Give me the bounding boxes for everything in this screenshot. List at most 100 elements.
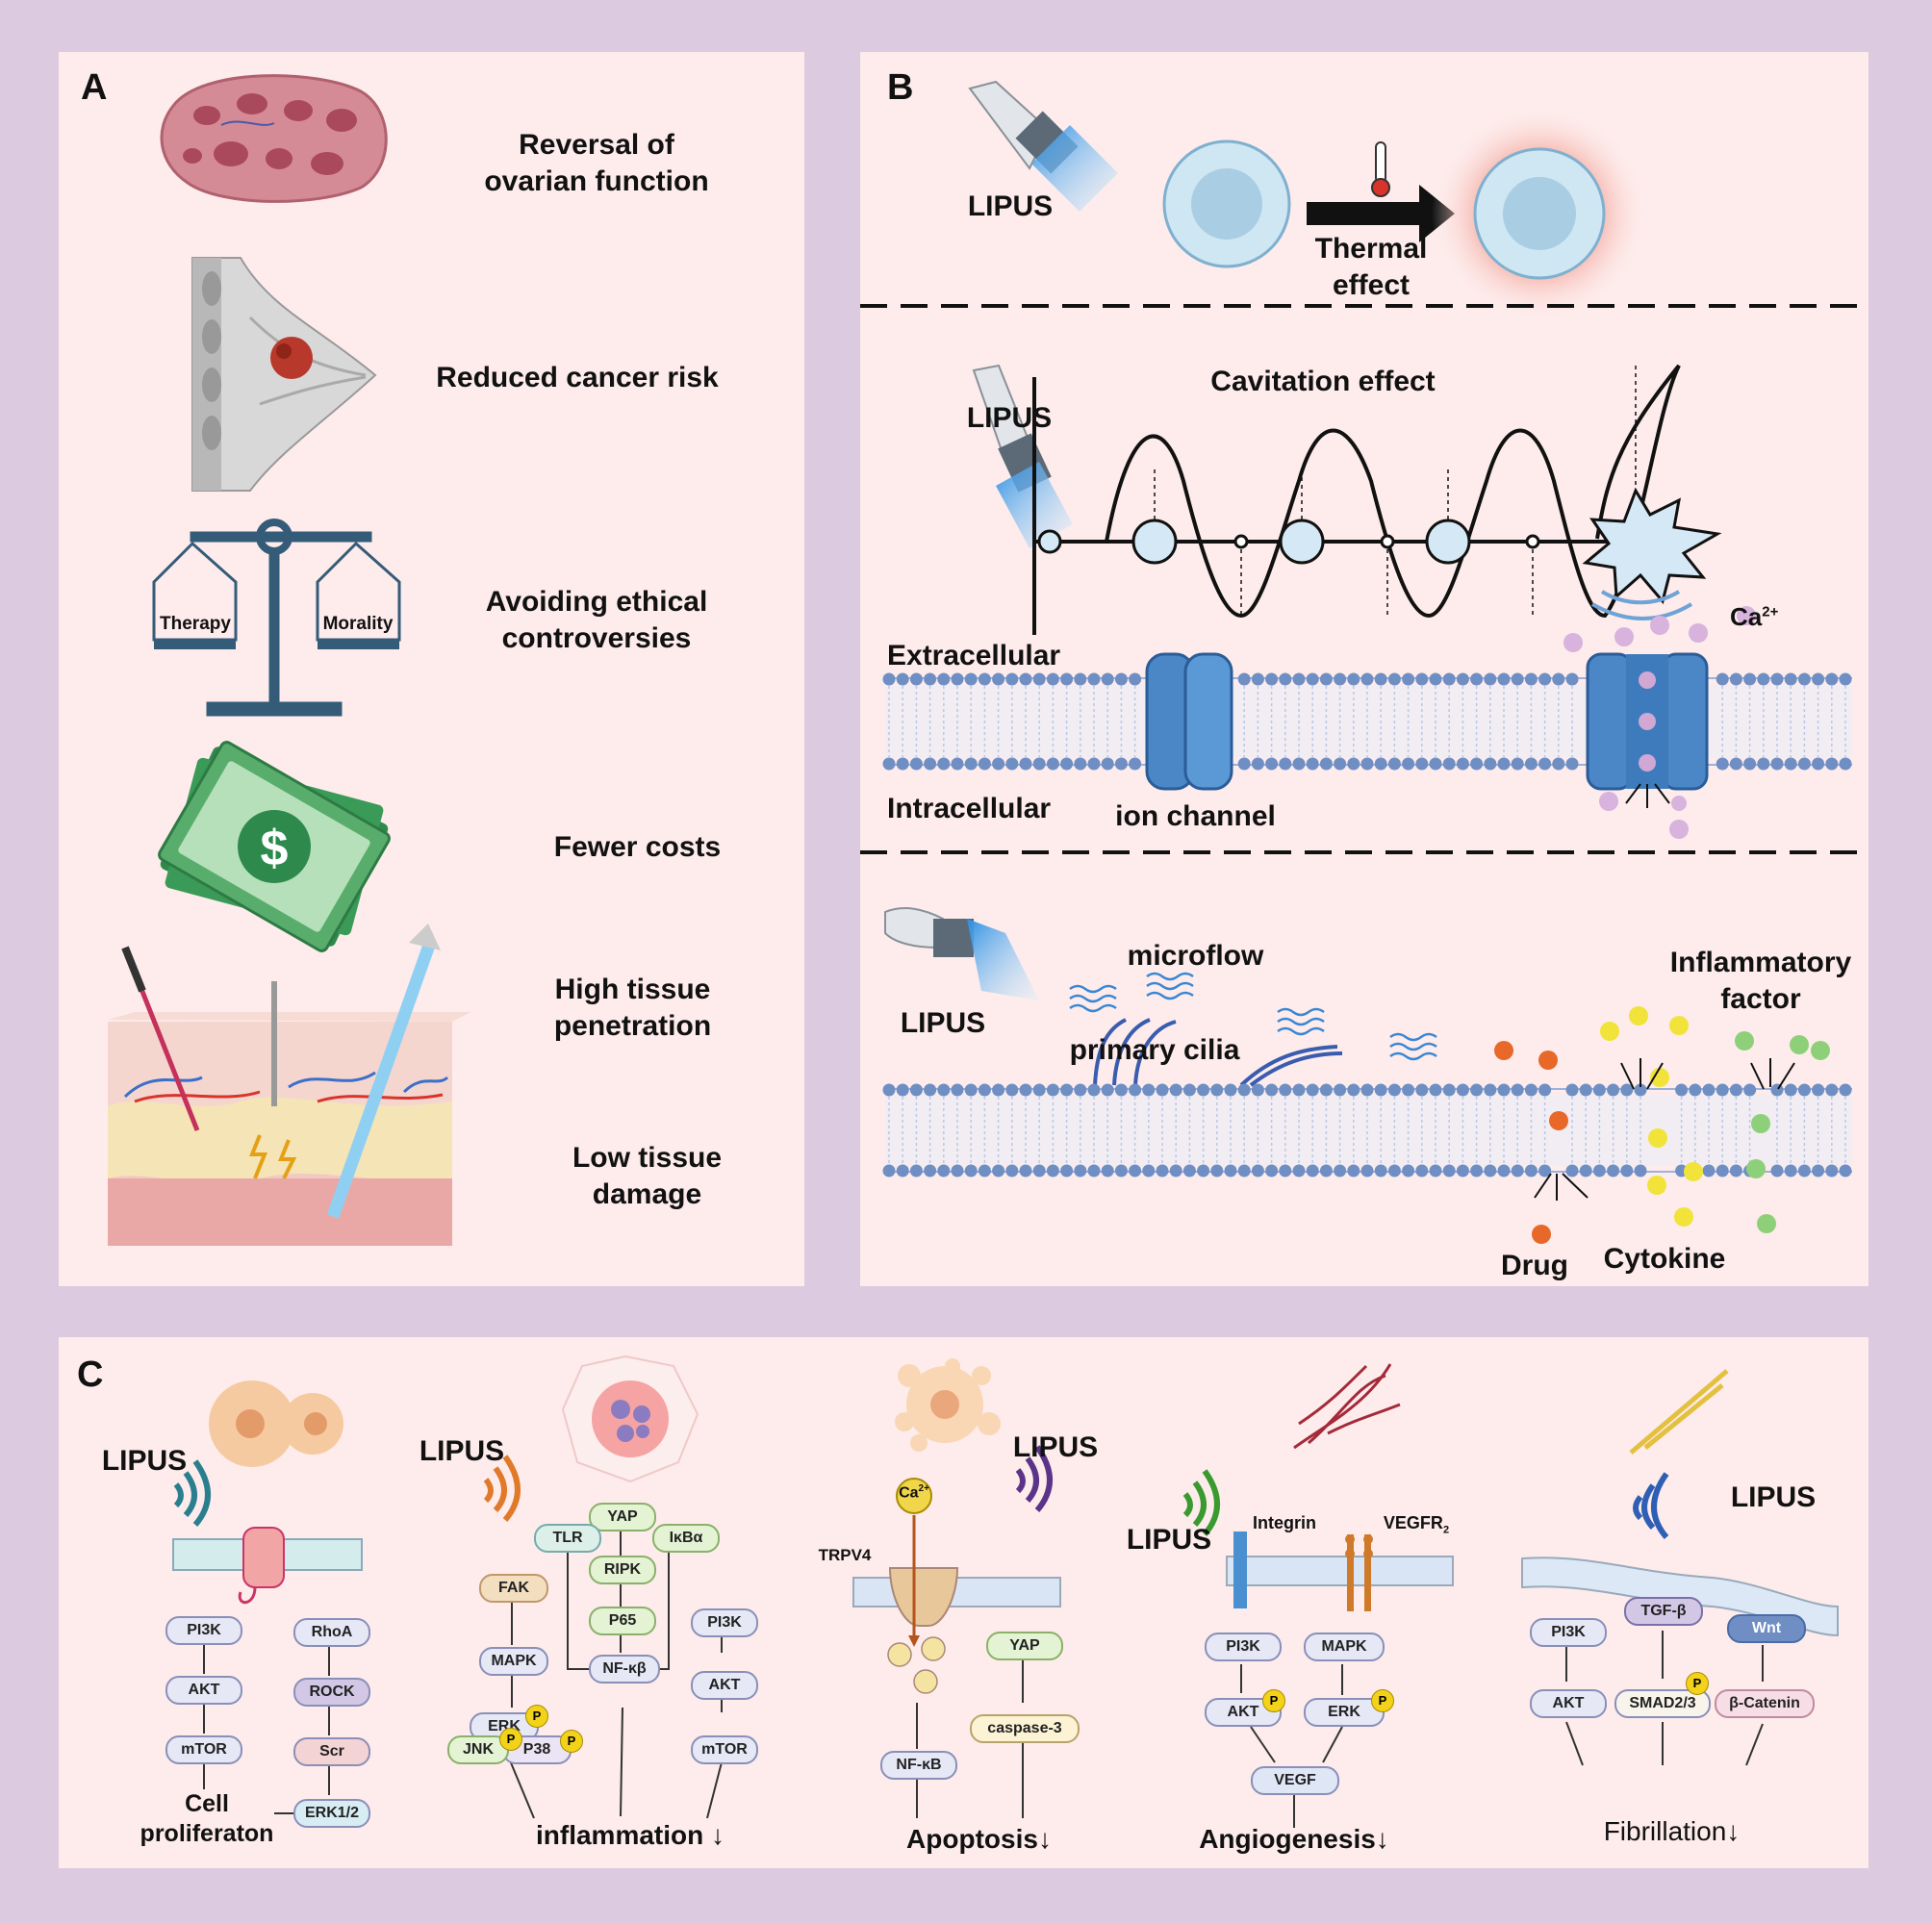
lipid-bead — [1032, 1164, 1046, 1177]
lipid-bead — [1182, 1083, 1196, 1097]
lipid-bead — [896, 672, 909, 686]
lipid-bead — [1456, 757, 1469, 771]
lipid-bead — [1087, 757, 1101, 771]
lipid-bead — [1360, 1164, 1374, 1177]
lipid-bead — [1812, 757, 1825, 771]
lipid-bead — [1702, 1083, 1716, 1097]
lipid-bead — [1812, 672, 1825, 686]
c2-node-p65: P65 — [589, 1607, 656, 1635]
benefit-ovarian-function: Reversal of ovarian function — [484, 129, 709, 197]
lipid-bead — [964, 1083, 978, 1097]
lipid-bead — [1634, 1164, 1647, 1177]
lipid-bead — [1607, 1164, 1620, 1177]
c3-node-caspase: caspase-3 — [970, 1714, 1080, 1743]
lipid-bead — [909, 672, 923, 686]
lipid-bead — [1334, 672, 1347, 686]
c4-integrin-label: Integrin — [1253, 1513, 1316, 1532]
lipid-bead — [1716, 672, 1729, 686]
lipid-bead — [1279, 1083, 1292, 1097]
lipid-bead — [1592, 1083, 1606, 1097]
lipid-bead — [1484, 672, 1497, 686]
benefit-costs: Fewer costs — [553, 831, 722, 863]
c5-node-smad: SMAD2/3 — [1614, 1689, 1711, 1718]
c1-node-rock: ROCK — [293, 1678, 370, 1707]
lipid-bead — [1689, 1083, 1702, 1097]
membrane-beads-1 — [882, 672, 1852, 771]
lipid-bead — [1770, 757, 1784, 771]
c5-node-bcatenin: β-Catenin — [1715, 1689, 1815, 1718]
drug-molecules — [1494, 1041, 1568, 1244]
lipid-bead — [1279, 757, 1292, 771]
panel-a-letter: A — [81, 67, 108, 108]
lipid-bead — [1497, 1083, 1511, 1097]
c4-phospho-erk: P — [1371, 1689, 1394, 1712]
lipid-bead — [1074, 672, 1087, 686]
lipid-bead — [1797, 672, 1811, 686]
money-icon — [158, 741, 391, 952]
lipid-bead — [964, 757, 978, 771]
lipid-bead — [1511, 757, 1524, 771]
ion-channel-closed-icon — [1145, 652, 1233, 791]
lipid-bead — [896, 757, 909, 771]
cytokine-label: Cytokine — [1603, 1243, 1726, 1275]
c2-node-yap: YAP — [589, 1503, 656, 1532]
c3-calcium-label: Ca2+ — [899, 1483, 929, 1502]
c1-node-erk: ERK1/2 — [293, 1799, 370, 1828]
ovary-icon — [160, 74, 388, 203]
lipid-bead — [1825, 1083, 1839, 1097]
lipid-bead — [1224, 1083, 1237, 1097]
microflow-waves — [1069, 972, 1437, 1061]
lipid-bead — [909, 757, 923, 771]
lipid-bead — [1784, 1164, 1797, 1177]
lipid-bead — [1470, 757, 1484, 771]
lipid-bead — [1347, 1083, 1360, 1097]
lipid-bead — [1511, 1083, 1524, 1097]
lipid-bead — [1374, 757, 1387, 771]
blood-vessel-icon — [1293, 1363, 1401, 1450]
lipid-bead — [1415, 672, 1429, 686]
calcium-ions — [1563, 606, 1756, 839]
c1-node-akt: AKT — [165, 1676, 242, 1705]
lipid-bead — [1716, 1164, 1729, 1177]
lipid-bead — [1306, 672, 1319, 686]
lipid-bead — [1046, 1083, 1059, 1097]
lipid-bead — [1374, 672, 1387, 686]
lipid-bead — [1415, 1083, 1429, 1097]
c2-phospho-jnk: P — [499, 1728, 522, 1751]
lipid-bead — [1060, 1164, 1074, 1177]
tissue-block-icon — [108, 924, 471, 1246]
lipid-bead — [1265, 1164, 1279, 1177]
lipus-label-b2: LIPUS — [966, 402, 1053, 434]
lipid-bead — [1797, 1083, 1811, 1097]
wave-signal-icon-c2 — [483, 1455, 521, 1522]
lipid-bead — [1074, 1164, 1087, 1177]
c3-node-nfkb: NF-κB — [880, 1751, 957, 1780]
lipid-bead — [1005, 757, 1019, 771]
c4-node-mapk: MAPK — [1304, 1633, 1385, 1661]
thermal-arrow — [1307, 185, 1455, 242]
lipid-bead — [1292, 1164, 1306, 1177]
benefit-penetration: High tissue penetration — [553, 974, 712, 1042]
lipid-bead — [1552, 672, 1565, 686]
pathway-arrows-c1 — [203, 1643, 330, 1814]
lipid-bead — [937, 757, 951, 771]
lipid-bead — [882, 1083, 896, 1097]
lipid-bead — [1019, 1164, 1032, 1177]
lipid-bead — [978, 1083, 991, 1097]
lipid-bead — [1729, 1164, 1742, 1177]
lipid-bead — [951, 1083, 964, 1097]
lipid-bead — [1484, 757, 1497, 771]
lipid-bead — [1032, 672, 1046, 686]
c2-node-ikba: IκBα — [652, 1524, 720, 1553]
lipid-bead — [1770, 1164, 1784, 1177]
lipid-bead — [1524, 1164, 1538, 1177]
inflammatory-factor-label: Inflammatory factor — [1669, 947, 1852, 1015]
c5-outcome-label: Fibrillation↓ — [1603, 1816, 1741, 1846]
c2-outcome-label: inflammation ↓ — [535, 1820, 724, 1850]
lipid-bead — [1524, 672, 1538, 686]
lipid-bead — [1839, 1164, 1852, 1177]
lipid-bead — [1374, 1164, 1387, 1177]
lipus-label-b3: LIPUS — [900, 1007, 986, 1039]
lipid-bead — [896, 1083, 909, 1097]
lipid-bead — [1319, 1164, 1333, 1177]
